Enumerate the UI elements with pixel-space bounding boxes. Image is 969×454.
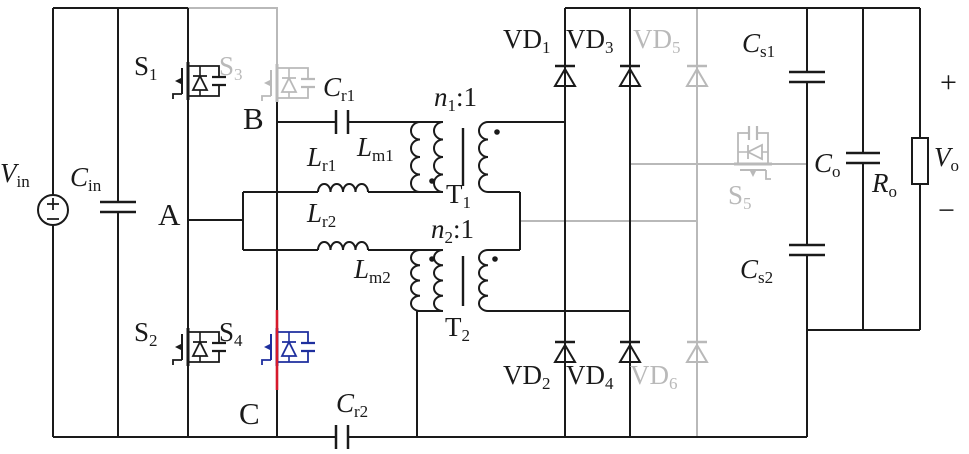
label-vd6: VD6 (630, 360, 678, 393)
label-n1: n1:1 (434, 82, 478, 115)
label-lm2: Lm2 (354, 254, 391, 287)
vin-source-icon (37, 194, 69, 226)
label-lr1: Lr1 (307, 142, 337, 175)
label-s3: S3 (219, 51, 243, 84)
label-vd3: VD3 (566, 24, 614, 57)
label-s2: S2 (134, 317, 158, 350)
mosfet-s4 (260, 326, 317, 368)
label-ro: Ro (872, 168, 897, 201)
capacitor-plates (100, 70, 880, 449)
label-node-c: C (239, 396, 260, 431)
label-output-plus: + (940, 66, 957, 99)
label-node-b: B (243, 101, 264, 136)
label-cr2: Cr2 (336, 388, 369, 421)
label-output-minus: − (938, 194, 955, 227)
label-t2: T2 (445, 312, 470, 345)
t2-primary-winding (433, 249, 444, 312)
label-s4: S4 (219, 317, 243, 350)
mosfet-s3 (260, 62, 317, 104)
transformer-t2 (410, 249, 489, 312)
label-vo: Vo (934, 142, 959, 175)
label-s5: S5 (728, 180, 752, 213)
lr1-inductor (317, 183, 369, 193)
label-t1: T1 (446, 179, 471, 212)
label-s1: S1 (134, 51, 158, 84)
label-node-a: A (158, 197, 181, 232)
label-vin: Vin (0, 158, 30, 191)
label-cr1: Cr1 (323, 72, 356, 105)
transformer-t1 (410, 121, 489, 193)
label-n2: n2:1 (431, 214, 475, 247)
label-lr2: Lr2 (307, 198, 337, 231)
label-lm1: Lm1 (357, 132, 394, 165)
label-cs2: Cs2 (740, 254, 774, 287)
lm1-winding (410, 121, 421, 193)
mosfet-s5 (732, 124, 774, 181)
label-cs1: Cs1 (742, 28, 776, 61)
wires-inactive (188, 7, 807, 437)
label-vd4: VD4 (566, 360, 614, 393)
ro-resistor (911, 137, 929, 185)
t2-secondary-winding (478, 249, 489, 312)
t1-primary-winding (433, 121, 444, 193)
polarity-dots (429, 129, 500, 262)
label-cin: Cin (70, 162, 102, 195)
lm2-winding (410, 249, 421, 312)
lr2-inductor (317, 241, 369, 251)
label-co: Co (814, 148, 841, 181)
label-vd2: VD2 (503, 360, 551, 393)
resonant-inductors (317, 183, 369, 251)
label-vd1: VD1 (503, 24, 551, 57)
label-vd5: VD5 (633, 24, 681, 57)
t1-secondary-winding (478, 121, 489, 193)
